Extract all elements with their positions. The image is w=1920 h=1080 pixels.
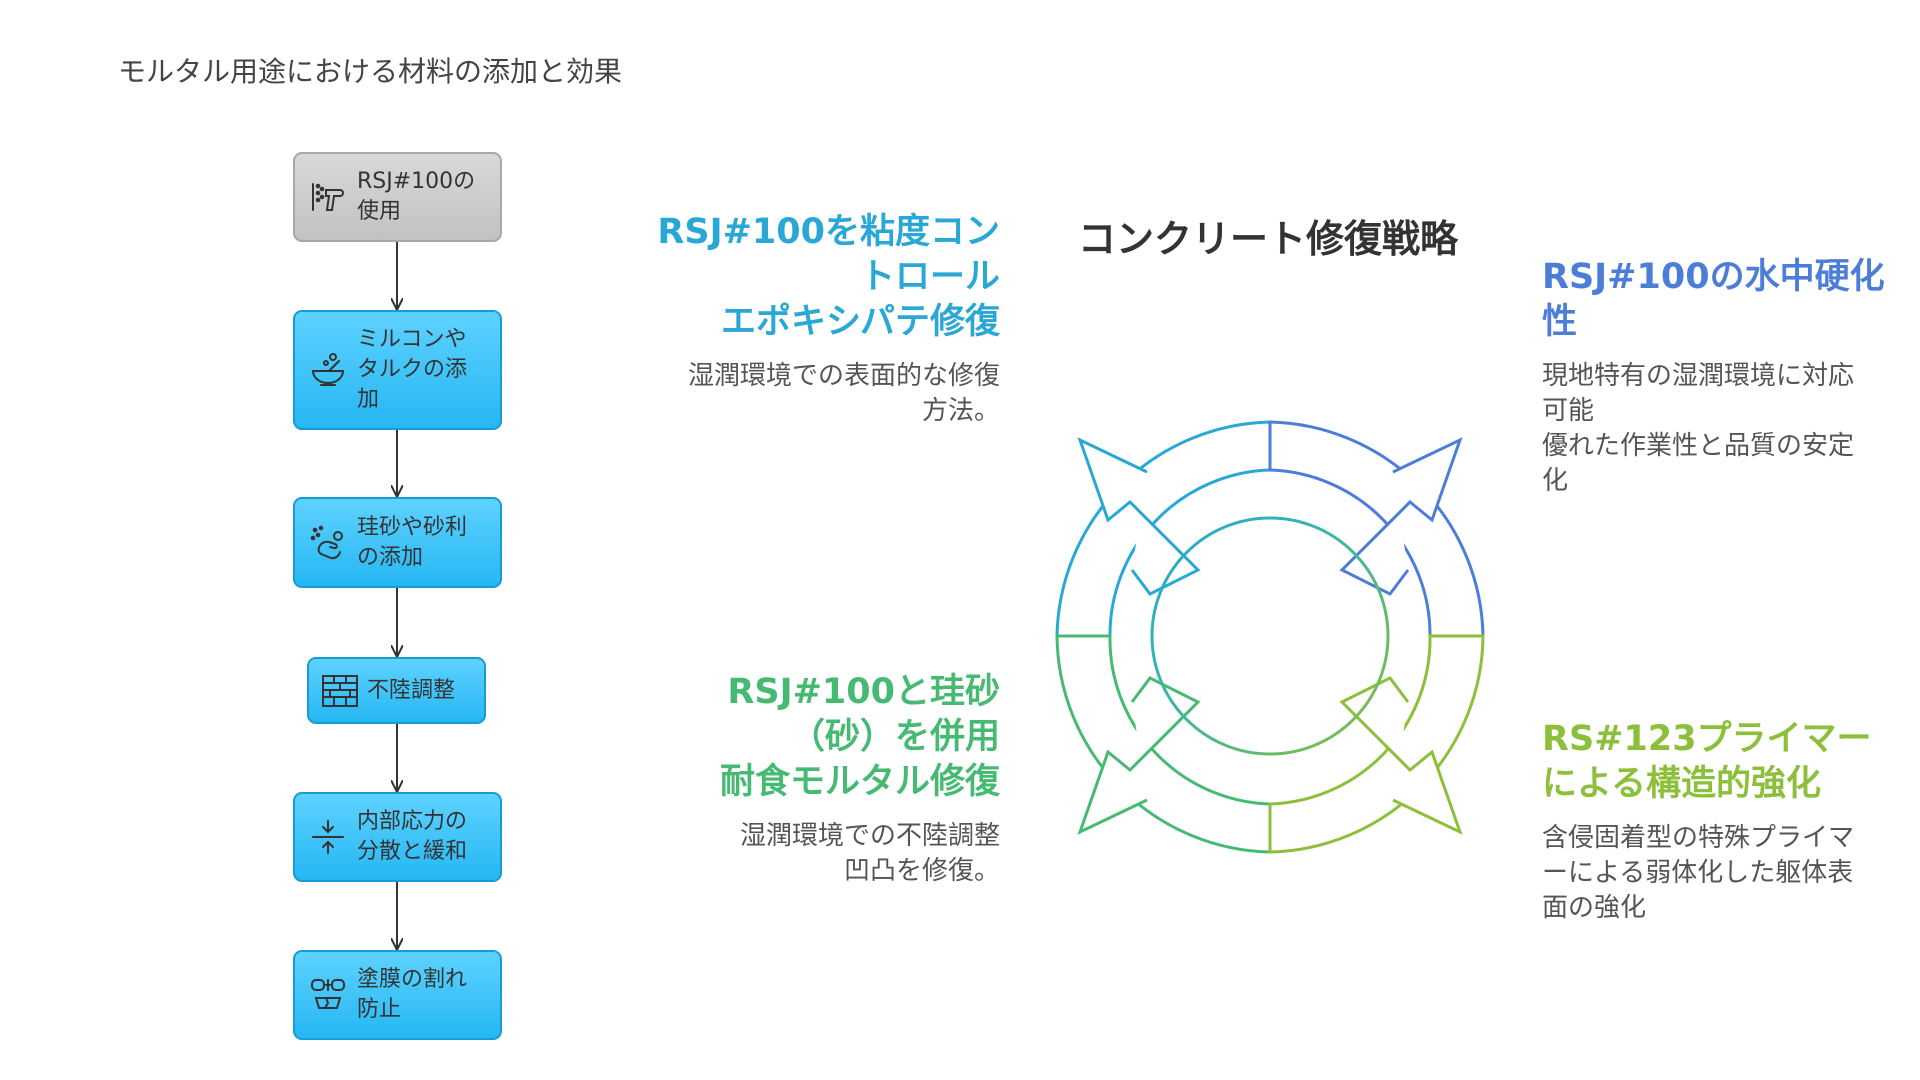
flow-step-add-milcon-talc: ミルコンや タルクの添 加 [293,310,502,430]
quadrant-heading: RSJ#100を粘度コン トロール エポキシパテ修復 [657,212,1000,342]
quadrant-description: 含侵固着型の特殊プライマ ーによる弱体化した躯体表 面の強化 [1542,823,1855,923]
flow-step-label: 不陸調整 [367,677,456,703]
process-flow: RSJ#100の 使用 ミルコンや タルクの添 加 [0,0,600,1080]
strategy-title: コンクリート修復戦略 [1078,217,1459,261]
spray-nozzle-icon [307,178,349,216]
flow-step-stress-relief: 内部応力の 分散と緩和 [293,792,502,882]
flow-step-leveling: 不陸調整 [307,657,486,724]
strategy-ring-diagram [1055,420,1485,854]
flow-step-label: RSJ#100の 使用 [357,169,476,224]
flow-step-label: ミルコンや タルクの添 加 [357,327,468,412]
sprinkle-hand-icon [307,524,349,562]
page-title: モルタル用途における材料の添加と効果 [118,55,623,88]
ring-inner-circle [1150,516,1390,756]
quadrant-heading: RS#123プライマー による構造的強化 [1542,719,1872,804]
quadrant-bottom-right: RS#123プライマー による構造的強化 含侵固着型の特殊プライマ ーによる弱体… [1542,717,1912,926]
arrow-point-top-right [1339,437,1463,596]
quadrant-heading: RSJ#100と珪砂 （砂）を併用 耐食モルタル修復 [719,672,1000,802]
quadrant-top-left: RSJ#100を粘度コン トロール エポキシパテ修復 湿潤環境での表面的な修復 … [620,210,1000,429]
flow-step-label: 塗膜の割れ 防止 [357,967,468,1022]
flow-step-label: 珪砂や砂利 の添加 [357,514,468,570]
ring-segment-bottom-right [1268,634,1485,854]
quadrant-bottom-left: RSJ#100と珪砂 （砂）を併用 耐食モルタル修復 湿潤環境での不陸調整 凹凸… [620,670,1000,889]
mixing-bowl-icon [307,351,349,389]
arrow-point-bottom-right [1339,676,1463,835]
flow-step-label: 内部応力の 分散と緩和 [357,809,468,864]
compress-arrows-icon [307,818,349,856]
quadrant-heading: RSJ#100の水中硬化 性 [1542,257,1885,342]
quadrant-description: 湿潤環境での表面的な修復 方法。 [687,361,1000,426]
flow-connectors [0,242,600,1080]
flow-step-use-rsj100: RSJ#100の 使用 [293,152,502,242]
flow-step-add-sand-gravel: 珪砂や砂利 の添加 [293,497,502,588]
quadrant-top-right: RSJ#100の水中硬化 性 現地特有の湿潤環境に対応 可能 優れた作業性と品質… [1542,255,1912,499]
cracked-film-icon [307,976,349,1014]
quadrant-description: 湿潤環境での不陸調整 凹凸を修復。 [739,821,1000,886]
arrow-point-top-left [1077,437,1201,596]
brick-wall-icon [319,674,361,708]
quadrant-description: 現地特有の湿潤環境に対応 可能 優れた作業性と品質の安定 化 [1542,361,1855,496]
flow-step-crack-prevention: 塗膜の割れ 防止 [293,950,502,1040]
arrow-point-bottom-left [1077,676,1201,835]
